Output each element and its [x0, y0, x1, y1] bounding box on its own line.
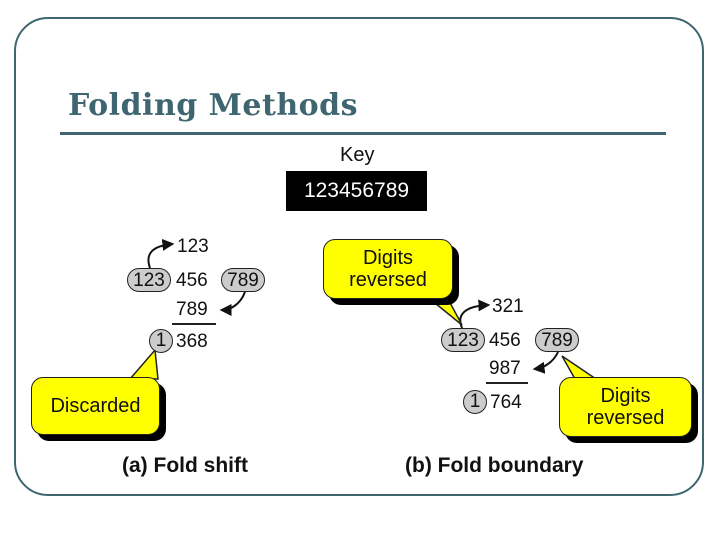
digits-reversed-top-tail — [427, 298, 463, 326]
fold-shift-carry-digit: 1 — [149, 329, 173, 353]
page-title: Folding Methods — [68, 88, 359, 123]
fold-boundary-carry-digit: 1 — [463, 390, 487, 414]
fold-boundary-arrow-right — [532, 351, 559, 374]
discarded-callout: Discarded — [31, 377, 160, 435]
fold-shift-moved-value: 789 — [176, 299, 208, 320]
key-value: 123456789 — [303, 179, 410, 202]
fold-boundary-middle-group: 456 — [489, 330, 521, 351]
discarded-callout-text: Discarded — [50, 395, 141, 417]
slide-frame — [14, 17, 704, 496]
fold-boundary-sum-line — [486, 382, 528, 384]
fold-shift-caption: (a) Fold shift — [122, 454, 248, 477]
digits-reversed-top-text: Digits reversed — [349, 247, 427, 291]
title-rule — [60, 132, 666, 135]
digits-reversed-top-callout: Digits reversed — [323, 239, 453, 299]
digits-reversed-bottom-tail — [561, 355, 599, 380]
fold-shift-top-value: 123 — [177, 236, 209, 257]
key-label: Key — [340, 144, 375, 166]
fold-boundary-caption: (b) Fold boundary — [405, 454, 584, 477]
fold-boundary-right-group: 789 — [535, 328, 579, 352]
fold-shift-sum-line — [172, 323, 216, 325]
fold-boundary-moved-value: 987 — [489, 358, 521, 379]
digits-reversed-bottom-text: Digits reversed — [586, 385, 665, 429]
discarded-callout-tail — [128, 348, 159, 380]
fold-shift-arrow-right — [219, 291, 246, 316]
fold-boundary-top-value: 321 — [492, 296, 524, 317]
fold-boundary-arrow-left — [459, 299, 491, 329]
fold-shift-middle-group: 456 — [176, 270, 208, 291]
fold-shift-right-group: 789 — [221, 268, 265, 292]
fold-shift-left-group: 123 — [127, 268, 171, 292]
key-value-box: 123456789 — [286, 171, 427, 211]
digits-reversed-bottom-callout: Digits reversed — [559, 377, 692, 437]
fold-shift-result: 368 — [176, 331, 208, 352]
fold-shift-arrow-left — [147, 238, 175, 269]
fold-boundary-left-group: 123 — [441, 328, 485, 352]
fold-boundary-result: 764 — [490, 392, 522, 413]
